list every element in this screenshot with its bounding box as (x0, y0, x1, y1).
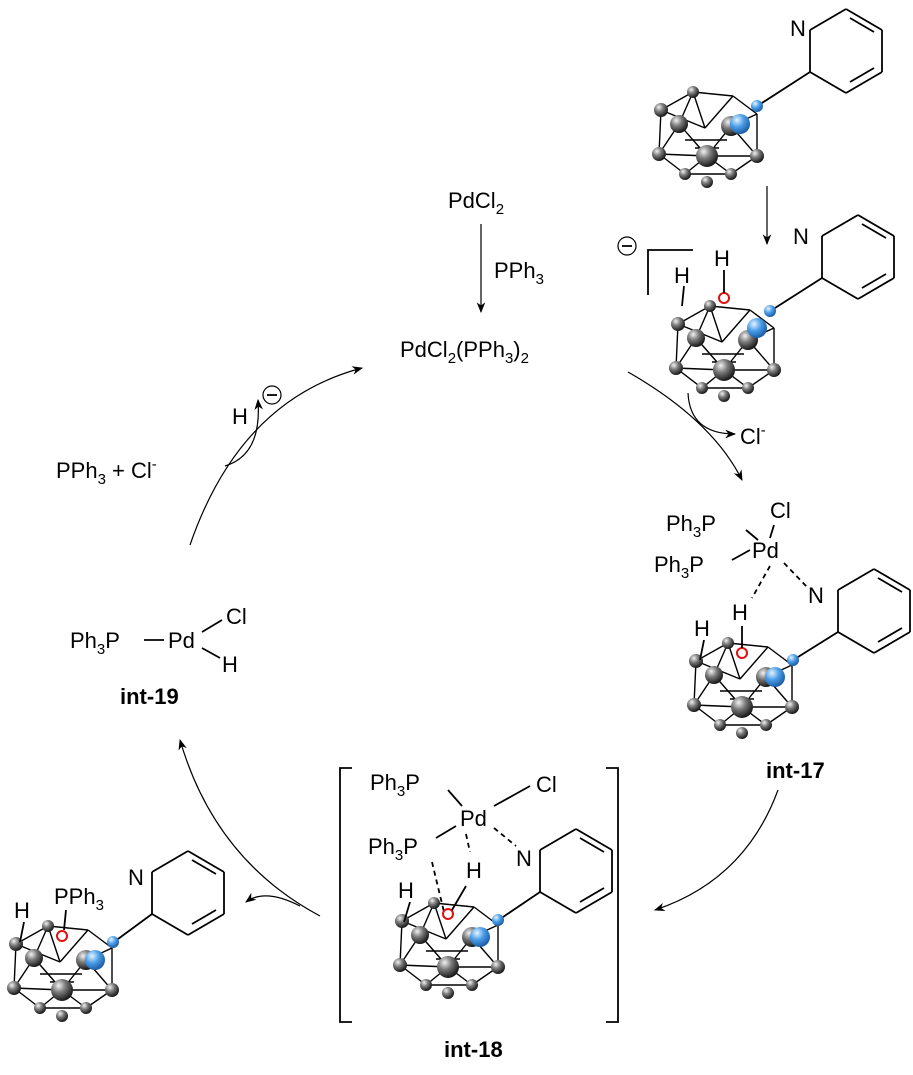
pph3-chloride-byproduct-label: PPh3 + Cl- (56, 456, 157, 488)
arrow-int18-to-int19 (178, 738, 321, 917)
substrate-molecule: N (651, 8, 883, 189)
carbon-atom (85, 950, 105, 970)
palladium-label: Pd (752, 538, 779, 563)
hydrogen-label: H (714, 246, 730, 271)
hydrogen-label: H (14, 898, 30, 923)
palladium-label: Pd (168, 628, 195, 653)
nitrogen-label: N (790, 16, 806, 41)
hydrogen-label: H (466, 858, 482, 883)
hydrogen-label: H (732, 600, 748, 625)
arrow-product-release (245, 892, 301, 907)
hydrogen-label: H (674, 263, 690, 288)
hydride-label: H (232, 404, 248, 429)
pph3-ligand-label: Ph3P (370, 770, 420, 800)
reactive-boron (56, 930, 68, 942)
hydrogen-label: H (398, 878, 414, 903)
arrow-int17-to-int18 (653, 789, 779, 912)
nitrogen-label: N (808, 583, 824, 608)
pph3-ligand-label: Ph3P (654, 552, 704, 582)
chlorine-label: Cl (226, 604, 247, 629)
anion-intermediate: N H H (617, 214, 895, 403)
nitrogen-label: N (128, 865, 144, 890)
chlorine-label: Cl (536, 772, 557, 797)
arrow-chloride-release (687, 392, 737, 439)
carbon-atom (765, 667, 785, 687)
arrow-hydride-release (224, 398, 264, 467)
pph3-reagent-label: PPh3 (494, 258, 544, 288)
carbon-atom (492, 914, 504, 926)
carbon-atom (764, 305, 776, 317)
product-molecule: N PPh3 H (6, 850, 225, 1023)
chloride-byproduct-label: Cl- (740, 422, 766, 449)
carbon-atom (787, 654, 799, 666)
nitrogen-label: N (516, 846, 532, 871)
catalyst-label: PdCl2(PPh3)2 (400, 337, 529, 367)
int-19-label: int-19 (120, 684, 179, 709)
int-17-structure: Ph3P Ph3P Cl Pd N H H (654, 498, 911, 740)
arrow-catalyst-to-int17 (627, 371, 743, 481)
pph3-ligand-label: PPh3 (54, 884, 104, 914)
nitrogen-label: N (793, 224, 809, 249)
pph3-ligand-label: Ph3P (70, 628, 120, 658)
int-17-label: int-17 (766, 758, 825, 783)
negative-charge-icon (617, 236, 637, 256)
carbon-atom (747, 318, 767, 338)
carbon-atom (107, 936, 119, 948)
reactive-boron (442, 908, 454, 920)
pph3-ligand-label: Ph3P (368, 834, 418, 864)
int-18-label: int-18 (444, 1037, 503, 1062)
carbon-atom (730, 114, 750, 134)
hydrogen-label: H (694, 616, 710, 641)
carbon-atom (751, 100, 763, 112)
int-19-structure: Ph3P Pd Cl H (70, 604, 247, 677)
arrow-int19-to-catalyst (189, 366, 364, 546)
pph3-ligand-label: Ph3P (666, 511, 716, 541)
chlorine-label: Cl (770, 498, 791, 523)
reactive-boron (736, 647, 748, 659)
negative-charge-icon (262, 385, 282, 405)
reactive-boron (718, 292, 730, 304)
palladium-label: Pd (460, 806, 487, 831)
hydrogen-label: H (222, 652, 238, 677)
carbon-atom (470, 927, 490, 947)
int-18-structure: Ph3P Ph3P Cl Pd N H H (339, 767, 619, 1023)
pdcl2-label: PdCl2 (448, 188, 504, 218)
